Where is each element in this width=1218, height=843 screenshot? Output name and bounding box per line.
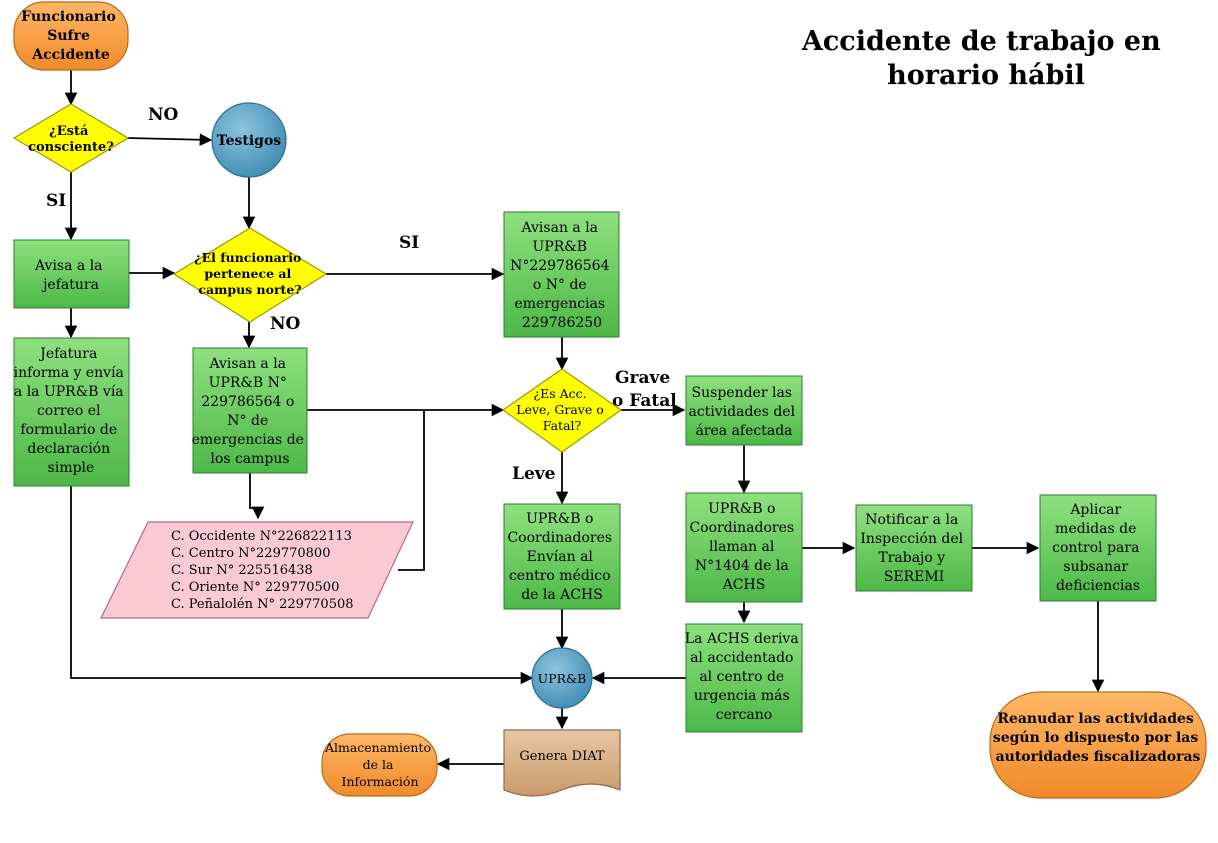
terminal-start[interactable]: Funcionario Sufre Accidente xyxy=(13,1,129,71)
process-boss-informs[interactable]: Jefatura informa y envía a la UPR&B vía … xyxy=(13,337,130,487)
svg-text:Funcionario Sufre: Funcionario Sufre Accidente xyxy=(21,9,120,63)
svg-text:¿Está consciente?: ¿Está consciente? xyxy=(28,124,114,155)
svg-text:Avisan a la UPR&B N°: Avisan a la UPR&B N° 229786564 o N° de e… xyxy=(192,356,309,467)
process-achs-derives[interactable]: La ACHS deriva al accidentado al centro … xyxy=(685,623,803,733)
svg-text:Jefatura informa y envía: Jefatura informa y envía a la UPR&B vía … xyxy=(14,346,129,476)
svg-text:Suspender las actividade: Suspender las actividades del área afect… xyxy=(688,385,799,439)
svg-text:Reanudar las actividades: Reanudar las actividades según lo dispue… xyxy=(993,711,1203,765)
label-no-conscious: NO xyxy=(148,105,179,125)
svg-text:Testigos: Testigos xyxy=(217,133,282,149)
label-si-conscious: SI xyxy=(46,191,66,211)
svg-text:¿Es Acc. Leve, Grave o: ¿Es Acc. Leve, Grave o Fatal? xyxy=(516,386,607,433)
process-suspend[interactable]: Suspender las actividades del área afect… xyxy=(685,375,803,446)
label-grave-fatal: Grave o Fatal xyxy=(612,368,677,411)
svg-text:UPR&B o Coordinadores: UPR&B o Coordinadores Envían al centro m… xyxy=(507,511,616,603)
process-notify-labor[interactable]: Notificar a la Inspección del Trabajo y … xyxy=(855,504,973,592)
decision-severity[interactable]: ¿Es Acc. Leve, Grave o Fatal? xyxy=(501,368,623,453)
data-campus-numbers[interactable]: C. Occidente N°226822113 C. Centro N°229… xyxy=(100,521,414,619)
svg-text:Aplicar medidas de: Aplicar medidas de control para subsanar… xyxy=(1052,502,1144,594)
svg-text:Avisan a la UPR&B: Avisan a la UPR&B N°229786564 o N° de em… xyxy=(510,220,614,331)
terminal-resume[interactable]: Reanudar las actividades según lo dispue… xyxy=(989,691,1207,799)
edge-boss-informs-to-uprb xyxy=(70,486,534,685)
edge-conscious-to-witnesses xyxy=(127,133,213,147)
process-notify-campus[interactable]: Avisan a la UPR&B N° 229786564 o N° de e… xyxy=(192,347,309,474)
process-notify-boss[interactable]: Avisa a la jefatura xyxy=(13,239,130,309)
process-notify-north[interactable]: Avisan a la UPR&B N°229786564 o N° de em… xyxy=(503,211,620,338)
process-control[interactable]: Aplicar medidas de control para subsanar… xyxy=(1039,494,1157,602)
process-call-achs[interactable]: UPR&B o Coordinadores llaman al N°1404 d… xyxy=(685,492,803,603)
svg-text:¿El funcionario pertenec: ¿El funcionario pertenece al campus nort… xyxy=(194,250,305,297)
circle-witnesses[interactable]: Testigos xyxy=(211,102,287,178)
document-diat[interactable]: Genera DIAT xyxy=(503,729,621,797)
svg-text:Avisa a la jefatura: Avisa a la jefatura xyxy=(34,258,107,293)
svg-text:La ACHS deriva al accide: La ACHS deriva al accidentado al centro … xyxy=(685,631,803,723)
svg-text:UPR&B: UPR&B xyxy=(538,671,587,686)
diagram-title: Accidente de trabajo en horario hábil xyxy=(801,26,1170,91)
svg-text:C. Occidente N°226822113: C. Occidente N°226822113 C. Centro N°229… xyxy=(171,529,356,612)
svg-text:Genera DIAT: Genera DIAT xyxy=(519,749,604,764)
decision-conscious[interactable]: ¿Está consciente? xyxy=(12,103,130,173)
circle-uprb[interactable]: UPR&B xyxy=(531,647,593,709)
process-send-medical[interactable]: UPR&B o Coordinadores Envían al centro m… xyxy=(503,503,621,610)
label-leve: Leve xyxy=(512,464,556,484)
svg-text:Notificar a la Inspecció: Notificar a la Inspección del Trabajo y … xyxy=(860,512,967,585)
terminal-storage[interactable]: Almacenamiento de la Información xyxy=(321,733,438,797)
label-si-north: SI xyxy=(399,233,419,253)
connectors xyxy=(64,70,1105,771)
svg-text:UPR&B o Coordinadores: UPR&B o Coordinadores llaman al N°1404 d… xyxy=(689,501,798,593)
label-no-north: NO xyxy=(270,314,301,334)
edge-labels: NO SI SI NO Grave o Fatal Leve xyxy=(46,105,677,484)
edge-notify-campus-to-campus-numbers xyxy=(249,473,265,520)
svg-text:Almacenamiento de la: Almacenamiento de la Información xyxy=(324,740,435,789)
edge-campus-numbers-to-severity xyxy=(398,410,425,571)
decision-north-campus[interactable]: ¿El funcionario pertenece al campus nort… xyxy=(172,227,328,323)
